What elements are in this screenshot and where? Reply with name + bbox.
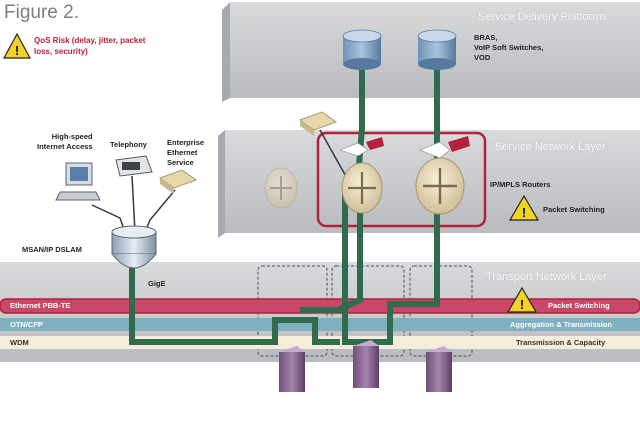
msan-icon [111, 225, 157, 269]
ip-mpls-router-group [316, 131, 487, 228]
telephony-label: Telephony [110, 140, 147, 149]
warning-icon-transport: ! [506, 286, 538, 313]
storage-box-3 [426, 346, 452, 392]
svg-text:!: ! [15, 43, 19, 58]
highspeed-label: High-speed Internet Access [37, 132, 93, 151]
bras-label: BRAS, VoIP Soft Switches, VOD [474, 33, 544, 62]
svg-text:!: ! [520, 297, 524, 312]
storage-box-1 [279, 346, 305, 392]
warning-icon-qos: ! [2, 32, 32, 59]
transport-network-title: Transport Network Layer [486, 271, 607, 283]
telephone-icon [115, 155, 153, 177]
service-network-title: Service Network Layer [495, 141, 606, 153]
band-label-otn: OTN/CFP [10, 320, 43, 329]
msan-label: MSAN/IP DSLAM [22, 245, 82, 254]
enterprise-device-icon [158, 169, 198, 194]
band-label-wdm: WDM [10, 338, 29, 347]
storage-box-2 [353, 340, 379, 388]
service-packet-switching-label: Packet Switching [543, 205, 605, 214]
service-delivery-title: Service Delivery Platforms [478, 11, 607, 23]
service-device-icon [298, 111, 338, 136]
band-right-packet-switching: Packet Switching [548, 301, 610, 310]
band-right-transmission: Transmission & Capacity [516, 338, 606, 347]
ip-mpls-label: IP/MPLS Routers [490, 180, 551, 189]
router-faded-icon [264, 167, 298, 209]
figure-title: Figure 2. [4, 2, 79, 23]
warning-icon-service: ! [508, 194, 540, 221]
gige-label: GigE [148, 279, 166, 288]
computer-icon [55, 162, 101, 201]
qos-risk-text: QoS Risk (delay, jitter, packet loss, se… [34, 36, 146, 56]
database-cylinder-2 [417, 29, 457, 70]
router-1-icon [339, 137, 384, 214]
band-label-ethernet: Ethernet PBB-TE [10, 301, 71, 310]
band-right-aggregation: Aggregation & Transmission [510, 320, 613, 329]
router-2-icon [415, 136, 470, 215]
database-cylinder-1 [342, 29, 382, 70]
svg-text:!: ! [522, 205, 526, 220]
enterprise-label: Enterprise Ethernet Service [167, 138, 205, 167]
